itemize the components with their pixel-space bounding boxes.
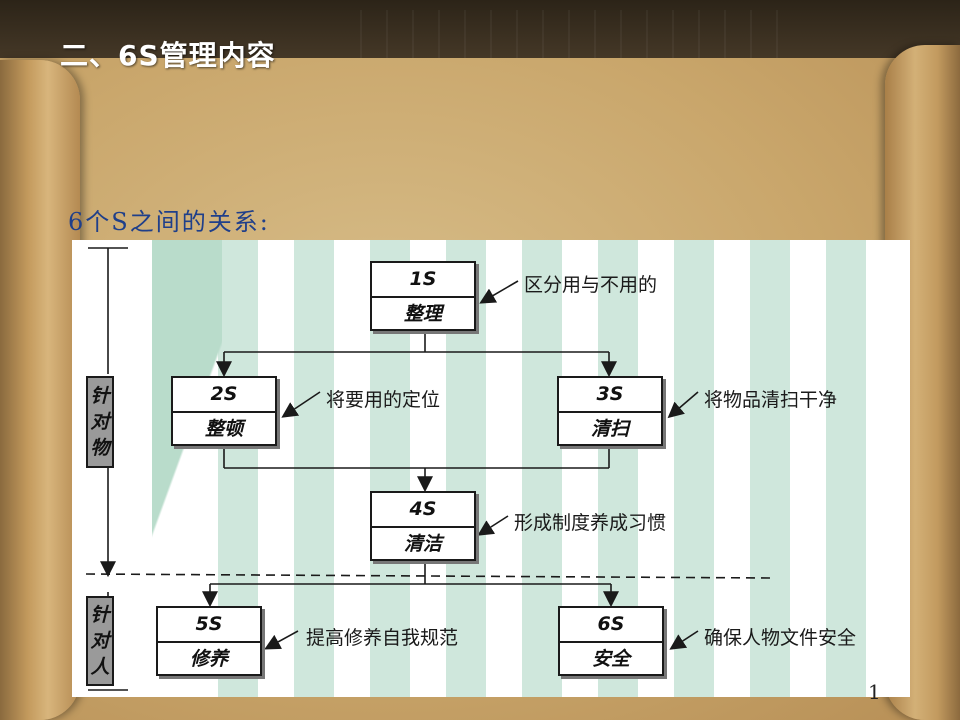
scroll-roll-left (0, 60, 80, 720)
note-2s: 将要用的定位 (326, 389, 441, 411)
box-5s: 5S 修养 (156, 606, 262, 676)
side-label-char: 针 (90, 604, 110, 626)
box-code: 1S (372, 263, 474, 298)
box-code: 4S (372, 493, 474, 528)
note-5s: 提高修养自我规范 (306, 627, 459, 649)
box-name: 清扫 (590, 418, 629, 440)
box-name: 修养 (189, 648, 228, 670)
box-6s: 6S 安全 (558, 606, 664, 676)
side-label-char: 物 (90, 437, 110, 459)
box-1s: 1S 整理 (370, 261, 476, 331)
side-label-objects: 针对物 (86, 376, 114, 468)
box-name: 安全 (591, 648, 630, 670)
box-name: 清洁 (403, 533, 442, 555)
side-label-char: 人 (90, 656, 110, 678)
box-4s: 4S 清洁 (370, 491, 476, 561)
note-3s: 将物品清扫干净 (704, 389, 838, 411)
box-2s: 2S 整顿 (171, 376, 277, 446)
page-number: 1 (868, 680, 881, 704)
side-label-char: 对 (90, 630, 110, 652)
diagram-panel: 1S 整理 区分用与不用的 2S 整顿 将要用的定位 3S 清扫 将物品清扫干净… (72, 240, 910, 697)
note-1s: 区分用与不用的 (524, 274, 658, 296)
box-code: 2S (173, 378, 275, 413)
box-name: 整理 (403, 303, 442, 325)
note-6s: 确保人物文件安全 (704, 627, 857, 649)
slide-subtitle: 6个S之间的关系: (68, 208, 270, 236)
box-code: 6S (560, 608, 662, 643)
note-4s: 形成制度养成习惯 (514, 512, 667, 534)
box-3s: 3S 清扫 (557, 376, 663, 446)
bg-stripe (750, 240, 790, 697)
side-label-char: 对 (90, 411, 110, 433)
box-code: 3S (559, 378, 661, 413)
box-code: 5S (158, 608, 260, 643)
connector-lines (85, 247, 773, 691)
side-label-people: 针对人 (86, 596, 114, 686)
bg-stripe (674, 240, 714, 697)
box-name: 整顿 (204, 418, 243, 440)
bg-stripe (826, 240, 866, 697)
slide-title: 二、6S管理内容 (60, 39, 276, 72)
side-label-char: 针 (90, 385, 110, 407)
